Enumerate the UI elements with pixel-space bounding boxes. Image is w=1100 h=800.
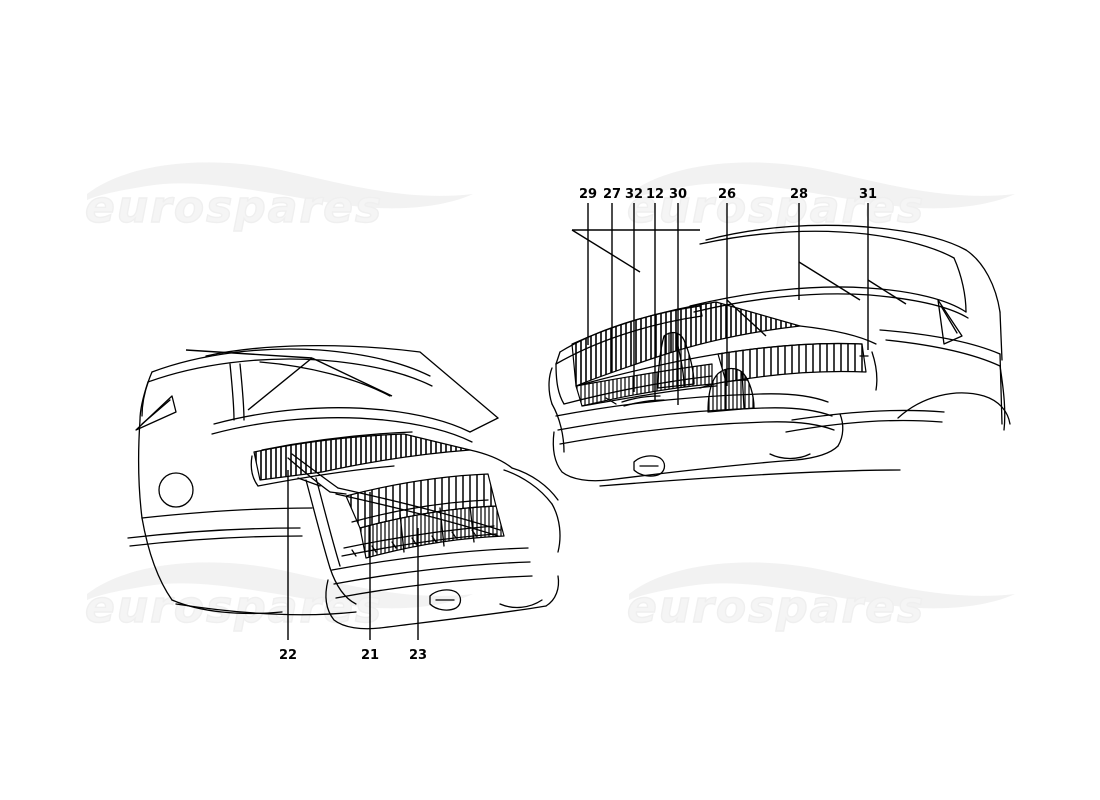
leader-pointer-f xyxy=(185,349,313,359)
figure-left-car xyxy=(127,344,561,630)
figure-right-car xyxy=(548,224,1011,487)
callout-label-23: 23 xyxy=(409,648,427,663)
leader-pointer-g xyxy=(247,357,313,411)
callout-leader-lines xyxy=(185,203,907,640)
callout-label-32: 32 xyxy=(625,187,643,202)
callout-label-22: 22 xyxy=(279,648,297,663)
leader-pointer-d xyxy=(867,279,907,305)
callout-label-30: 30 xyxy=(669,187,687,202)
leader-pointer-e xyxy=(726,299,767,337)
callout-labels-top: 29 27 32 12 30 26 28 31 xyxy=(579,187,877,202)
callout-labels-bottom: 22 21 23 xyxy=(279,648,427,663)
leader-pointer-h xyxy=(311,357,393,397)
callout-label-31: 31 xyxy=(859,187,877,202)
callout-label-29: 29 xyxy=(579,187,597,202)
callout-label-26: 26 xyxy=(718,187,736,202)
callout-label-21: 21 xyxy=(361,648,379,663)
callout-label-27: 27 xyxy=(603,187,621,202)
callout-label-12: 12 xyxy=(646,187,664,202)
callout-label-28: 28 xyxy=(790,187,808,202)
leader-pointer-c xyxy=(798,261,861,301)
leader-pointer-a xyxy=(571,229,641,273)
